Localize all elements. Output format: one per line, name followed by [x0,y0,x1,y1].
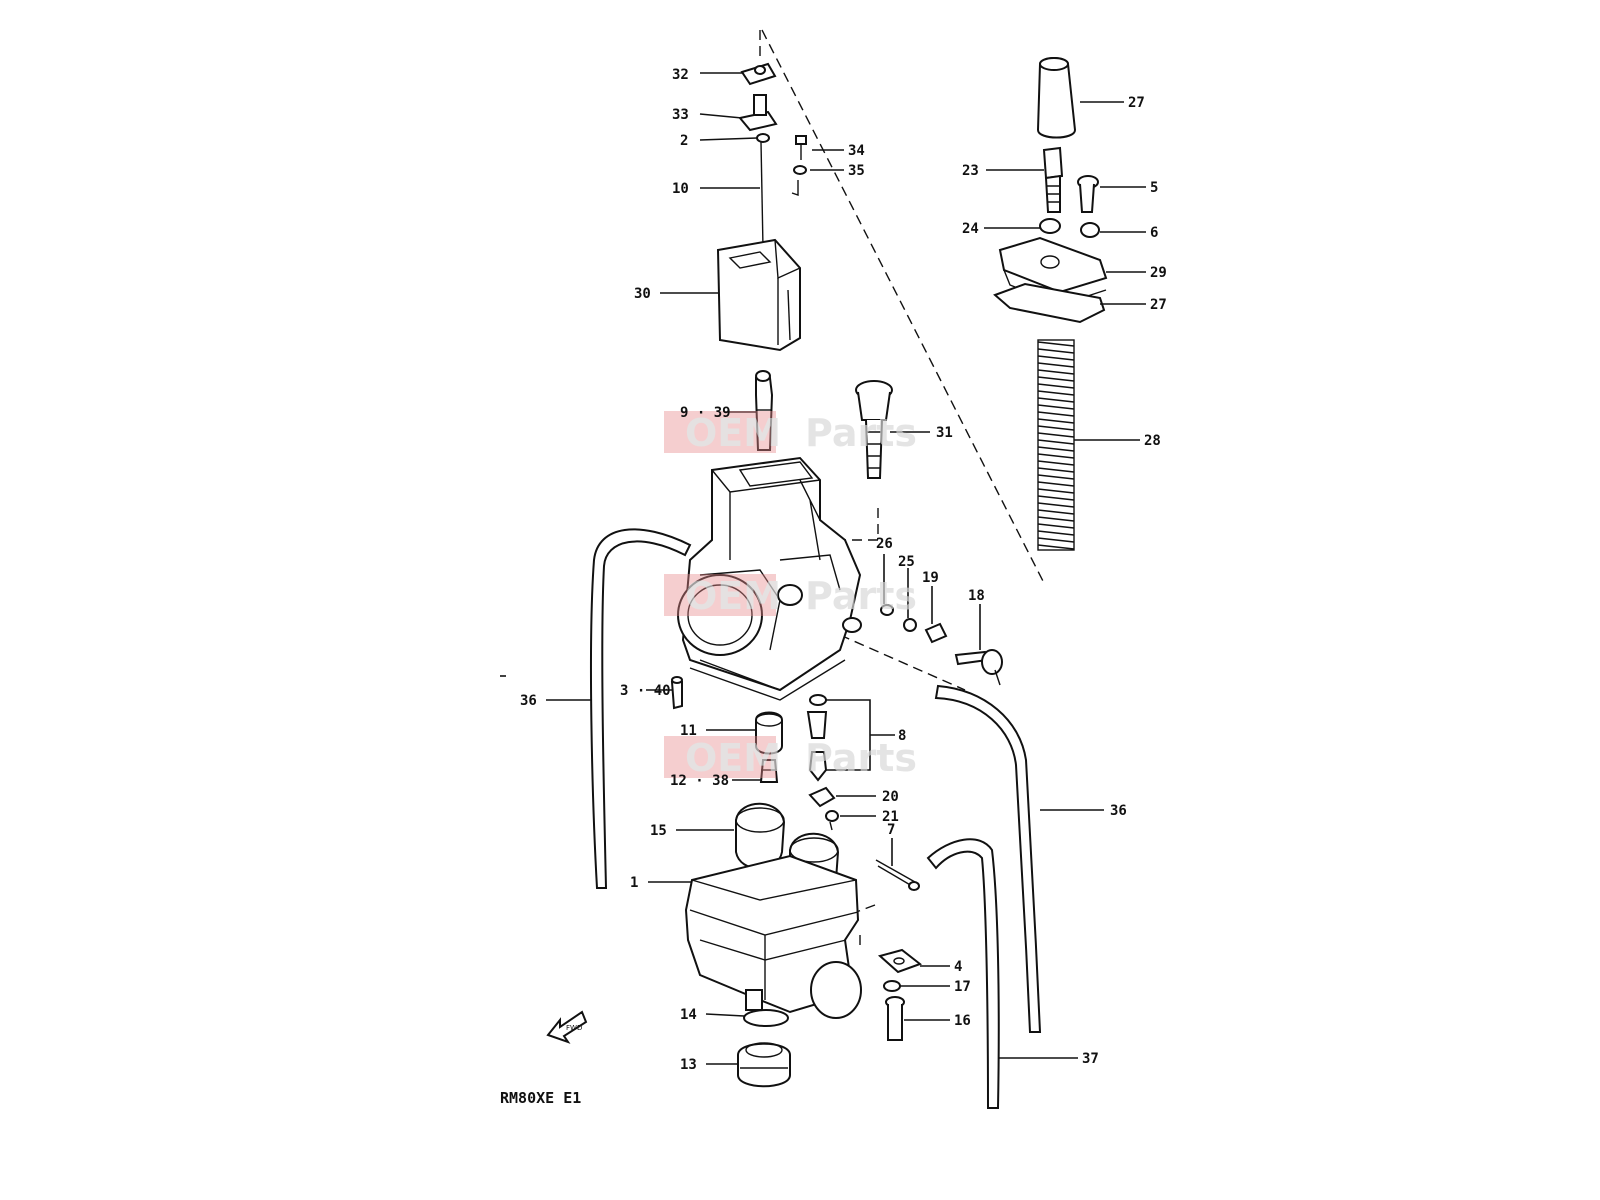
part-4-bracket [877,948,923,974]
part-31-throttle-stop [855,380,893,479]
label-20: 20 [882,789,899,805]
label-3-40: 3 · 40 [620,683,671,699]
part-33-plate [738,94,778,132]
fwd-arrow-icon: FWD [546,1010,588,1044]
watermark-parts-2: Parts [805,574,917,618]
label-26: 26 [876,536,893,552]
diagram-code: RM80XE E1 [500,1089,581,1107]
part-12-38-main-jet [759,759,779,783]
label-10: 10 [672,181,689,197]
label-6: 6 [1150,225,1158,241]
part-26-oring [880,604,894,616]
label-17: 17 [954,979,971,995]
label-15: 15 [650,823,667,839]
watermark-oem: OEM [685,411,781,455]
part-18-air-screw [954,649,1003,686]
label-28: 28 [1144,433,1161,449]
part-5-screw [1077,175,1099,213]
part-14-oring [743,1009,789,1027]
part-28-spring [1037,339,1075,551]
part-30-throttle-valve [716,238,801,352]
label-7: 7 [887,822,895,838]
label-16: 16 [954,1013,971,1029]
part-7-float-pin [875,859,920,891]
part-20-float-arm [808,786,836,808]
part-3-40-pilot-jet [670,676,683,710]
label-18: 18 [968,588,985,604]
part-36-left-hose [589,528,692,889]
watermark-parts-3: Parts [805,736,917,780]
label-30: 30 [634,286,651,302]
part-37-hose [926,838,1000,1109]
label-36-right: 36 [1110,803,1127,819]
label-34: 34 [848,143,865,159]
label-13: 13 [680,1057,697,1073]
part-19-spring [924,622,948,644]
part-10-needle [760,141,764,249]
part-17-washer [883,980,901,992]
label-32: 32 [672,67,689,83]
label-31: 31 [936,425,953,441]
label-23: 23 [962,163,979,179]
part-32-cap [740,62,777,86]
label-37: 37 [1082,1051,1099,1067]
part-6-nut [1080,222,1100,238]
part-24-washer [1039,218,1061,234]
label-24: 24 [962,221,979,237]
part-16-screw [885,996,905,1041]
label-2: 2 [680,133,688,149]
part-8-float-valve [806,694,828,782]
part-25-washer [903,618,917,632]
label-35: 35 [848,163,865,179]
watermark-row-2: OEM Parts [664,574,917,618]
label-8: 8 [898,728,906,744]
part-13-drain-plug [737,1042,791,1088]
label-27-boot: 27 [1128,95,1145,111]
part-27-gasket [993,282,1106,324]
label-25: 25 [898,554,915,570]
watermark-oem-3: OEM [685,736,781,780]
part-labels: 32 33 2 10 34 35 30 9 · 39 31 27 23 5 24… [520,67,1167,1073]
part-34-screw [795,135,807,160]
label-29: 29 [1150,265,1167,281]
part-9-39-needle-jet [755,370,774,451]
label-19: 19 [922,570,939,586]
label-1: 1 [630,875,638,891]
label-14: 14 [680,1007,697,1023]
fwd-label: FWD [566,1024,582,1032]
label-4: 4 [954,959,962,975]
watermark-row-3: OEM Parts [664,736,917,780]
label-36-left: 36 [520,693,537,709]
label-27-gasket: 27 [1150,297,1167,313]
part-1-float-bowl [684,854,862,1019]
part-27-boot [1036,57,1077,139]
label-21: 21 [882,809,899,825]
part-23-adjuster [1042,146,1064,213]
leader-lines [500,72,1146,1065]
part-2-clip [756,133,770,143]
watermark-parts: Parts [805,411,917,455]
part-36-right-hose [934,684,1042,1033]
watermark-row-1: OEM Parts [664,411,917,455]
watermark-oem-2: OEM [685,574,781,618]
label-11: 11 [680,723,697,739]
label-5: 5 [1150,180,1158,196]
part-carburetor-body [677,456,862,701]
part-21-screw [825,810,839,831]
watermark-logo: OEM Parts OEM Parts OEM Parts [664,411,917,780]
part-35-washer [791,165,807,196]
label-9-39: 9 · 39 [680,405,731,421]
label-33: 33 [672,107,689,123]
label-12-38: 12 · 38 [670,773,729,789]
part-11-emulsion [755,711,783,755]
